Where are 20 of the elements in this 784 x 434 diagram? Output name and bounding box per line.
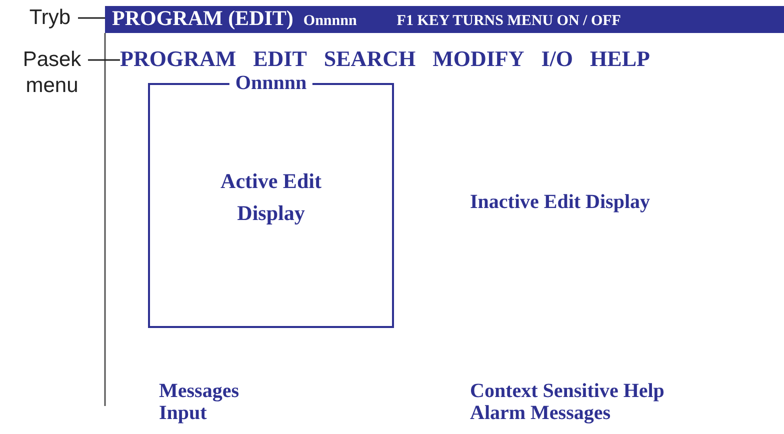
screen-area-label: Context Sensitive Help [470,380,664,402]
leader-line [78,17,105,19]
screen-area-label: Input [159,402,207,424]
leader-line [88,59,120,61]
callout-label: Tryb [26,5,74,31]
program-number: Onnnnn [303,13,357,30]
menu-item: I/O [541,46,574,72]
menu-item: PROGRAM [120,46,236,72]
window-label: Active Edit Display [220,168,322,227]
screen-area-label: Inactive Edit Display [470,191,650,213]
mode-bar [105,6,784,33]
mode-title: PROGRAM (EDIT) [112,6,294,31]
screen-area-label: Messages [159,380,239,402]
menu-item: HELP [590,46,650,72]
menu-item: EDIT [253,46,307,72]
callout-label: Pasek menu [20,47,84,99]
screen-area-label: Alarm Messages [470,402,611,424]
hint-text: F1 KEY TURNS MENU ON / OFF [396,13,621,30]
menu-item: SEARCH [324,46,416,72]
menu-item: MODIFY [432,46,524,72]
